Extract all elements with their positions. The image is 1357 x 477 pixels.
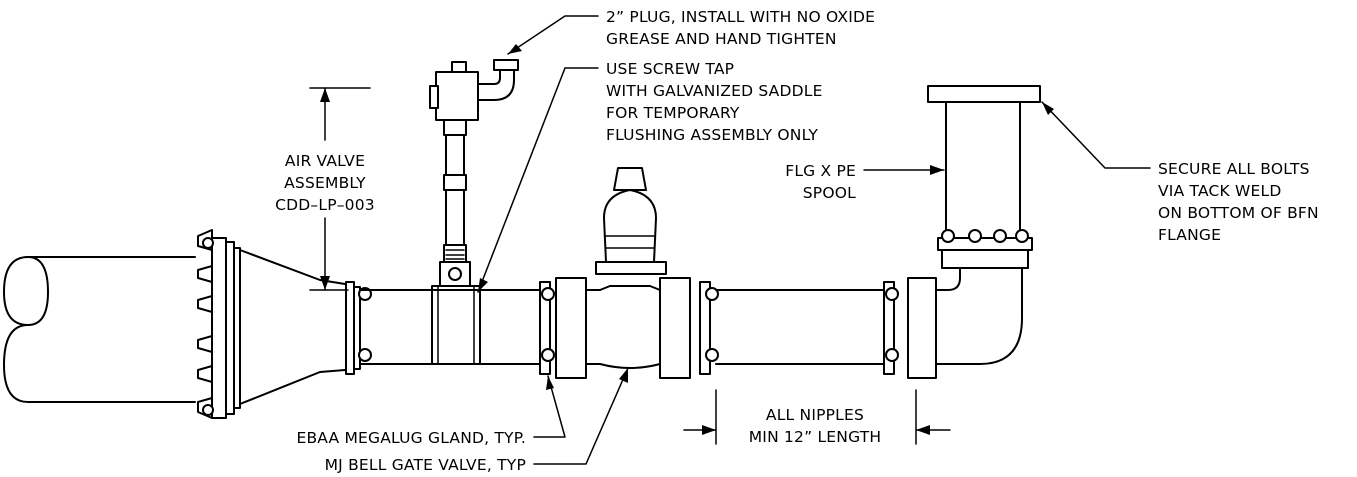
label-nipples: ALL NIPPLES MIN 12” LENGTH <box>749 406 882 446</box>
leader-lines <box>309 15 1151 465</box>
label-spool-line-2: SPOOL <box>803 184 856 202</box>
label-screw-tap-line-4: FLUSHING ASSEMBLY ONLY <box>606 126 818 144</box>
gate-valve <box>539 167 719 379</box>
label-megalug: EBAA MEGALUG GLAND, TYP. <box>296 429 526 447</box>
label-air-valve-line-2: ASSEMBLY <box>284 174 366 192</box>
reducer <box>239 249 346 405</box>
main-pipe <box>3 256 196 403</box>
label-plug-line-2: GREASE AND HAND TIGHTEN <box>606 30 837 48</box>
label-nipples-line-1: ALL NIPPLES <box>766 406 864 424</box>
label-screw-tap: USE SCREW TAP WITH GALVANIZED SADDLE FOR… <box>606 60 823 144</box>
label-nipples-line-2: MIN 12” LENGTH <box>749 428 882 446</box>
tapping-flange <box>197 229 241 419</box>
label-air-valve: AIR VALVE ASSEMBLY CDD–LP–003 <box>275 152 375 214</box>
label-plug: 2” PLUG, INSTALL WITH NO OXIDE GREASE AN… <box>606 8 875 48</box>
label-bolts: SECURE ALL BOLTS VIA TACK WELD ON BOTTOM… <box>1158 160 1319 244</box>
label-plug-line-1: 2” PLUG, INSTALL WITH NO OXIDE <box>606 8 875 26</box>
nipple-2 <box>715 277 937 379</box>
elbow-and-spool <box>927 85 1041 365</box>
label-gate-valve: MJ BELL GATE VALVE, TYP <box>325 456 526 474</box>
label-bolts-line-3: ON BOTTOM OF BFN <box>1158 204 1319 222</box>
label-air-valve-line-3: CDD–LP–003 <box>275 196 375 214</box>
label-screw-tap-line-1: USE SCREW TAP <box>606 60 734 78</box>
label-spool-line-1: FLG X PE <box>785 162 856 180</box>
saddle <box>417 285 495 365</box>
label-screw-tap-line-2: WITH GALVANIZED SADDLE <box>606 82 823 100</box>
air-valve-assembly <box>429 59 519 287</box>
label-air-valve-line-1: AIR VALVE <box>285 152 365 170</box>
label-spool: FLG X PE SPOOL <box>785 162 856 202</box>
label-bolts-line-4: FLANGE <box>1158 226 1221 244</box>
label-screw-tap-line-3: FOR TEMPORARY <box>606 104 740 122</box>
label-bolts-line-2: VIA TACK WELD <box>1158 182 1282 200</box>
label-bolts-line-1: SECURE ALL BOLTS <box>1158 160 1310 178</box>
